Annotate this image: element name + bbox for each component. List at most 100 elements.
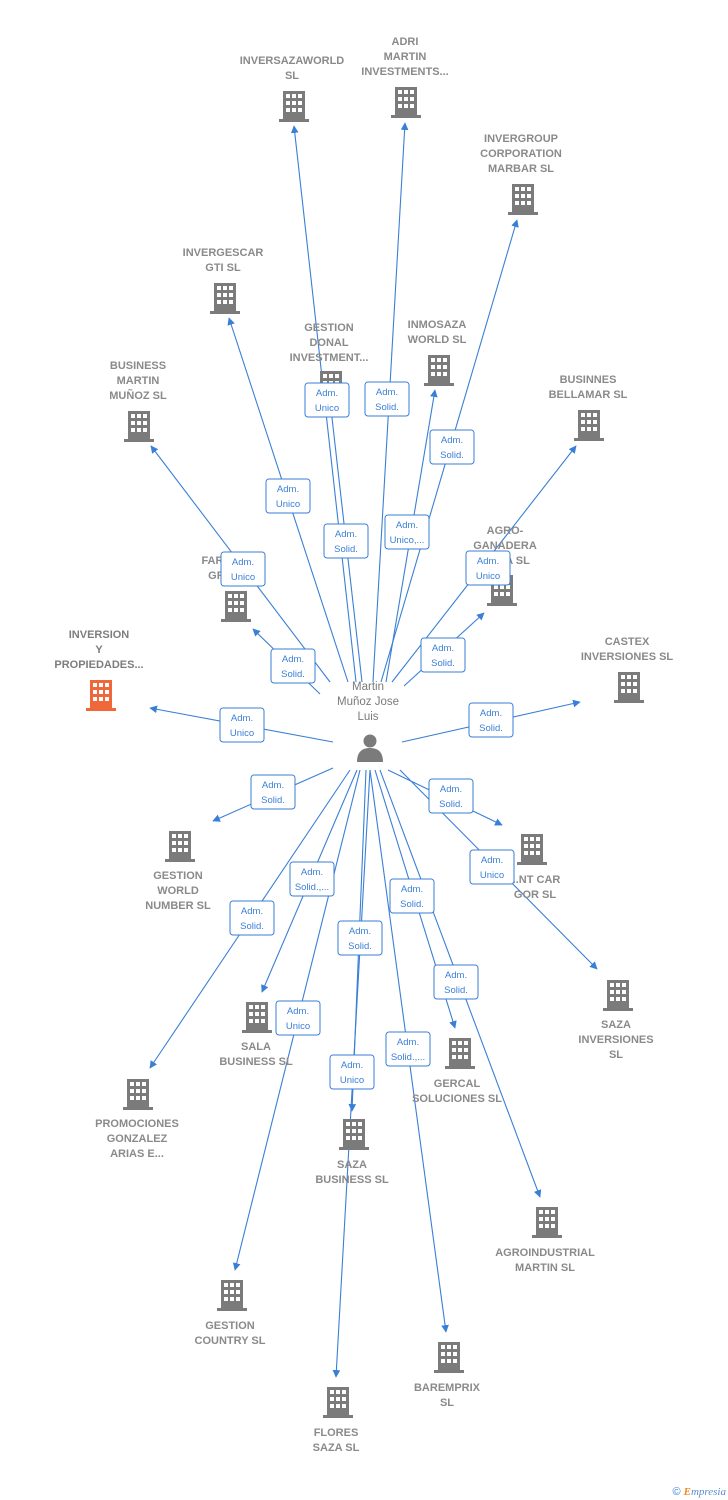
building-icon bbox=[217, 1280, 247, 1311]
role-badge-text: Adm. bbox=[477, 556, 499, 567]
role-badge-business-martin[interactable]: Adm.Unico bbox=[220, 551, 266, 587]
role-badge-businnes-bellamar[interactable]: Adm. Unico bbox=[465, 550, 511, 586]
role-badge-text: Adm. bbox=[301, 867, 323, 878]
role-badge-box bbox=[265, 478, 311, 514]
company-node-inversion-propiedades[interactable]: INVERSIONYPROPIEDADES... bbox=[54, 629, 144, 711]
role-badge-box bbox=[429, 429, 475, 465]
role-badge-text: Adm. bbox=[341, 1060, 363, 1071]
role-badge-gestion-country[interactable]: Adm.Unico bbox=[275, 1000, 321, 1036]
role-badge-text: Unico bbox=[476, 571, 500, 582]
building-icon bbox=[123, 1079, 153, 1110]
role-badge-agro-ganadera[interactable]: Adm.Solid. bbox=[420, 637, 466, 673]
company-label-line: INVESTMENT... bbox=[290, 352, 369, 364]
role-badge-text: Unico bbox=[230, 728, 254, 739]
company-label-line: SAZA bbox=[601, 1019, 631, 1031]
role-badge-inversazaworld[interactable]: Adm.Unico bbox=[304, 382, 350, 418]
role-badge-box bbox=[337, 920, 383, 956]
role-badge-box bbox=[364, 381, 410, 417]
role-badge-box bbox=[433, 964, 479, 1000]
company-label-line: CASTEX bbox=[605, 636, 650, 648]
badges-layer: Adm.UnicoAdm.Solid.Adm.Solid.Adm.UnicoAd… bbox=[219, 381, 515, 1090]
company-node-adri-martin[interactable]: ADRIMARTININVESTMENTS... bbox=[361, 36, 449, 118]
company-node-gestion-donal[interactable]: GESTIONDONALINVESTMENT... bbox=[290, 322, 369, 402]
role-badge-baremprix[interactable]: Adm.Solid.,... bbox=[385, 1031, 431, 1067]
role-badge-far-gr[interactable]: Adm.Solid. bbox=[270, 648, 316, 684]
building-icon bbox=[603, 980, 633, 1011]
company-label-line: BUSINNES bbox=[560, 374, 617, 386]
building-icon bbox=[279, 91, 309, 122]
role-badge-adri-martin[interactable]: Adm.Solid. bbox=[364, 381, 410, 417]
company-label-line: MARTIN SL bbox=[515, 1262, 575, 1274]
role-badge-inversion-propiedades[interactable]: Adm. Unico bbox=[219, 707, 265, 743]
role-badge-saza-inversiones[interactable]: Adm.Unico bbox=[469, 849, 515, 885]
center-person[interactable]: Martin Muñoz Jose Luis bbox=[337, 681, 399, 762]
company-label-line: PROMOCIONES bbox=[95, 1118, 179, 1130]
company-label-line: CORPORATION bbox=[480, 148, 562, 160]
nodes-layer: INVERSAZAWORLDSLADRIMARTININVESTMENTS...… bbox=[54, 36, 673, 1454]
role-badge-rent-car[interactable]: Adm.Solid. bbox=[428, 778, 474, 814]
building-icon bbox=[532, 1207, 562, 1238]
role-badge-text: Adm. bbox=[480, 708, 502, 719]
building-icon bbox=[339, 1119, 369, 1150]
role-badge-saza-business[interactable]: Adm.Solid. bbox=[337, 920, 383, 956]
role-badge-box bbox=[385, 1031, 431, 1067]
role-badge-text: Solid. bbox=[400, 899, 424, 910]
person-name-line-3: Luis bbox=[357, 711, 378, 723]
role-badge-box bbox=[220, 551, 266, 587]
footer-brand: © Empresia bbox=[673, 1486, 727, 1498]
role-badge-gercal[interactable]: Adm.Solid. bbox=[389, 878, 435, 914]
role-badge-box bbox=[250, 774, 296, 810]
role-badge-inmosaza[interactable]: Adm.Unico,... bbox=[384, 514, 430, 550]
company-label-line: ADRI bbox=[392, 36, 419, 48]
company-label-line: GTI SL bbox=[205, 262, 241, 274]
company-label-line: ...NT CAR bbox=[510, 874, 561, 886]
role-badge-text: Adm. bbox=[231, 713, 253, 724]
role-badge-agroindustrial[interactable]: Adm.Solid. bbox=[433, 964, 479, 1000]
role-badge-promociones[interactable]: Adm.Solid. bbox=[229, 900, 275, 936]
role-badge-text: Adm. bbox=[287, 1006, 309, 1017]
brand-logo: Empresia bbox=[683, 1486, 726, 1498]
role-badge-invergroup[interactable]: Adm.Solid. bbox=[429, 429, 475, 465]
company-label-line: FLORES bbox=[314, 1427, 359, 1439]
role-badge-box bbox=[465, 550, 511, 586]
role-badge-invergescar[interactable]: Adm.Unico bbox=[265, 478, 311, 514]
role-badge-text: Solid. bbox=[375, 402, 399, 413]
company-label-line: DONAL bbox=[309, 337, 348, 349]
company-label-line: GESTION bbox=[153, 870, 203, 882]
role-badge-castex[interactable]: Adm.Solid. bbox=[468, 702, 514, 738]
company-label-line: INVERSAZAWORLD bbox=[240, 55, 345, 67]
role-badge-gestion-world[interactable]: Adm.Solid. bbox=[250, 774, 296, 810]
role-badge-box bbox=[389, 878, 435, 914]
building-icon bbox=[517, 834, 547, 865]
company-label-line: NUMBER SL bbox=[145, 900, 211, 912]
role-badge-box bbox=[420, 637, 466, 673]
building-icon bbox=[445, 1038, 475, 1069]
role-badge-text: Solid. bbox=[261, 795, 285, 806]
company-label-line: MARBAR SL bbox=[488, 163, 554, 175]
role-badge-box bbox=[384, 514, 430, 550]
role-badge-flores-saza[interactable]: Adm.Unico bbox=[329, 1054, 375, 1090]
role-badge-gestion-donal[interactable]: Adm.Solid. bbox=[323, 523, 369, 559]
role-badge-text: Adm. bbox=[432, 643, 454, 654]
company-label-line: Y bbox=[95, 644, 103, 656]
role-badge-sala-business[interactable]: Adm.Solid.,... bbox=[289, 861, 335, 897]
building-icon bbox=[508, 184, 538, 215]
